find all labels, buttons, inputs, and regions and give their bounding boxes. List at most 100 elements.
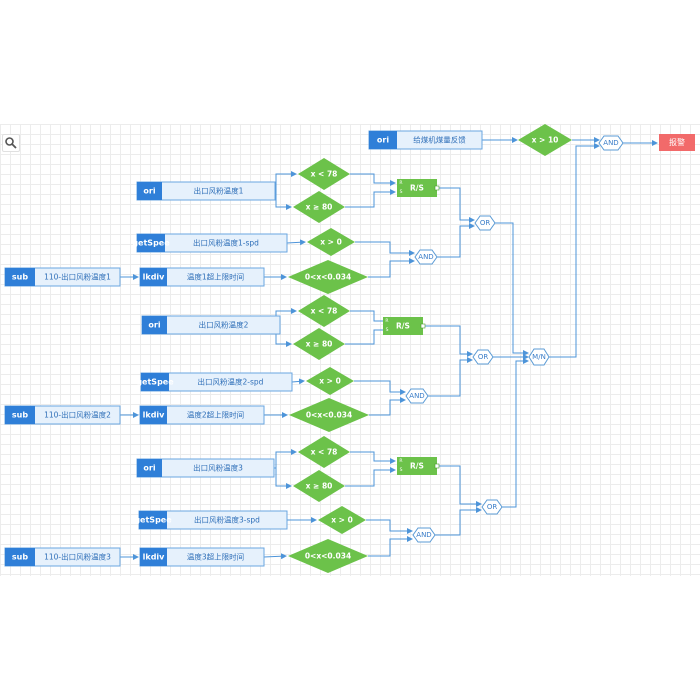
cond-gt10[interactable]: x > 10 xyxy=(518,124,572,156)
cond-range-3-shape xyxy=(288,539,368,573)
speed-block-3-tag: getSpee xyxy=(134,516,172,525)
rs-block-3[interactable]: R/SRS xyxy=(397,457,440,475)
rs-block-2-body xyxy=(383,317,423,335)
sub-block-2-tag-bg xyxy=(5,406,35,424)
cond-lt78-1[interactable]: x < 78 xyxy=(298,158,350,190)
and-final-gate-shape xyxy=(598,135,624,151)
connector-line xyxy=(275,468,292,489)
cond-range-3-label: 0<x<0.034 xyxy=(305,552,351,561)
cond-lt78-3[interactable]: x < 78 xyxy=(298,436,350,468)
sub-block-3[interactable]: sub 110-出口风粉温度3 xyxy=(4,547,121,567)
and-gate-1-label: AND xyxy=(418,253,433,261)
rs-block-3-r-port: R xyxy=(399,458,402,464)
sub-block-3-label: 110-出口风粉温度3 xyxy=(44,552,111,562)
alarm-body xyxy=(659,134,695,151)
ori-block-2-tag-bg xyxy=(142,316,167,334)
and-gate-3[interactable]: AND xyxy=(412,527,436,543)
connector-line xyxy=(275,171,297,192)
ori-block-1-label: 出口风粉温度1 xyxy=(194,186,244,196)
rs-block-2-s-port: S xyxy=(386,327,389,333)
cond-ge80-3[interactable]: x ≥ 80 xyxy=(293,470,345,502)
rs-block-1-s-port: S xyxy=(400,189,403,195)
connector-line xyxy=(354,380,406,395)
connector-line xyxy=(366,519,413,534)
cond-range-2-shape xyxy=(289,398,369,432)
cond-lt78-3-label: x < 78 xyxy=(311,448,338,457)
and-final-gate[interactable]: AND xyxy=(598,135,624,151)
cond-gt0-2[interactable]: x > 0 xyxy=(306,367,354,395)
rs-block-2-r-port: R xyxy=(385,318,388,324)
or-gate-3[interactable]: OR xyxy=(481,499,503,515)
and-gate-2[interactable]: AND xyxy=(405,388,429,404)
connector-line xyxy=(437,223,475,258)
rs-block-2[interactable]: R/SRS xyxy=(383,317,426,335)
speed-block-3-label: 出口风粉温度3-spd xyxy=(194,515,260,525)
mn-gate-label: M/N xyxy=(532,353,546,361)
connector-line xyxy=(439,465,482,507)
coal-mill-block-tag: ori xyxy=(377,136,389,145)
cond-lt78-2-label: x < 78 xyxy=(311,307,338,316)
cond-lt78-1-shape xyxy=(298,158,350,190)
lkdiv-block-1-tag-bg xyxy=(140,268,167,286)
and-final-gate-label: AND xyxy=(603,139,618,147)
mn-gate[interactable]: M/N xyxy=(528,348,550,366)
cond-range-3[interactable]: 0<x<0.034 xyxy=(288,539,368,573)
or-gate-1[interactable]: OR xyxy=(474,215,496,231)
mn-gate-shape xyxy=(528,348,550,366)
rs-block-3-label: R/S xyxy=(410,462,424,471)
cond-gt0-3-label: x > 0 xyxy=(331,516,353,525)
sub-block-2-tag: sub xyxy=(12,411,28,420)
cond-lt78-3-shape xyxy=(298,436,350,468)
cond-lt78-2[interactable]: x < 78 xyxy=(298,295,350,327)
coal-mill-block-tag-bg xyxy=(369,131,397,149)
cond-range-2[interactable]: 0<x<0.034 xyxy=(289,398,369,432)
speed-block-2-tag: getSpee xyxy=(136,378,174,387)
or-gate-1-shape xyxy=(474,215,496,231)
speed-block-3[interactable]: getSpee 出口风粉温度3-spd xyxy=(134,510,288,530)
and-gate-1[interactable]: AND xyxy=(414,249,438,265)
lkdiv-block-3-tag: lkdiv xyxy=(143,553,166,562)
sub-block-3-tag: sub xyxy=(12,553,28,562)
cond-ge80-2-shape xyxy=(293,328,345,360)
ori-block-3-tag-bg xyxy=(137,459,162,477)
cond-ge80-3-label: x ≥ 80 xyxy=(306,482,333,491)
and-gate-2-label: AND xyxy=(409,392,424,400)
connector-line xyxy=(435,507,482,536)
diagram-canvas[interactable] xyxy=(0,124,700,576)
cond-range-1[interactable]: 0<x<0.034 xyxy=(288,260,368,294)
or-gate-3-label: OR xyxy=(487,503,498,511)
cond-ge80-2[interactable]: x ≥ 80 xyxy=(293,328,345,360)
cond-ge80-1-shape xyxy=(293,191,345,223)
cond-ge80-1[interactable]: x ≥ 80 xyxy=(293,191,345,223)
lkdiv-block-2-tag: lkdiv xyxy=(143,411,166,420)
cond-gt0-3[interactable]: x > 0 xyxy=(318,506,366,534)
cond-gt0-2-label: x > 0 xyxy=(319,377,341,386)
alarm-block[interactable]: 报警 xyxy=(659,134,695,151)
cond-lt78-1-label: x < 78 xyxy=(311,170,338,179)
search-button[interactable] xyxy=(2,134,20,152)
rs-block-1[interactable]: R/SRS xyxy=(397,179,440,197)
cond-gt0-3-shape xyxy=(318,506,366,534)
cond-range-1-label: 0<x<0.034 xyxy=(305,273,351,282)
or-gate-2[interactable]: OR xyxy=(472,349,494,365)
rs-block-1-body xyxy=(397,179,437,197)
connector-line xyxy=(263,553,287,560)
connector-line xyxy=(502,358,529,508)
cond-range-2-label: 0<x<0.034 xyxy=(306,411,352,420)
cond-gt0-1[interactable]: x > 0 xyxy=(307,228,355,256)
and-gate-3-label: AND xyxy=(416,531,431,539)
sub-block-3-tag-bg xyxy=(5,548,35,566)
or-gate-1-label: OR xyxy=(480,219,491,227)
